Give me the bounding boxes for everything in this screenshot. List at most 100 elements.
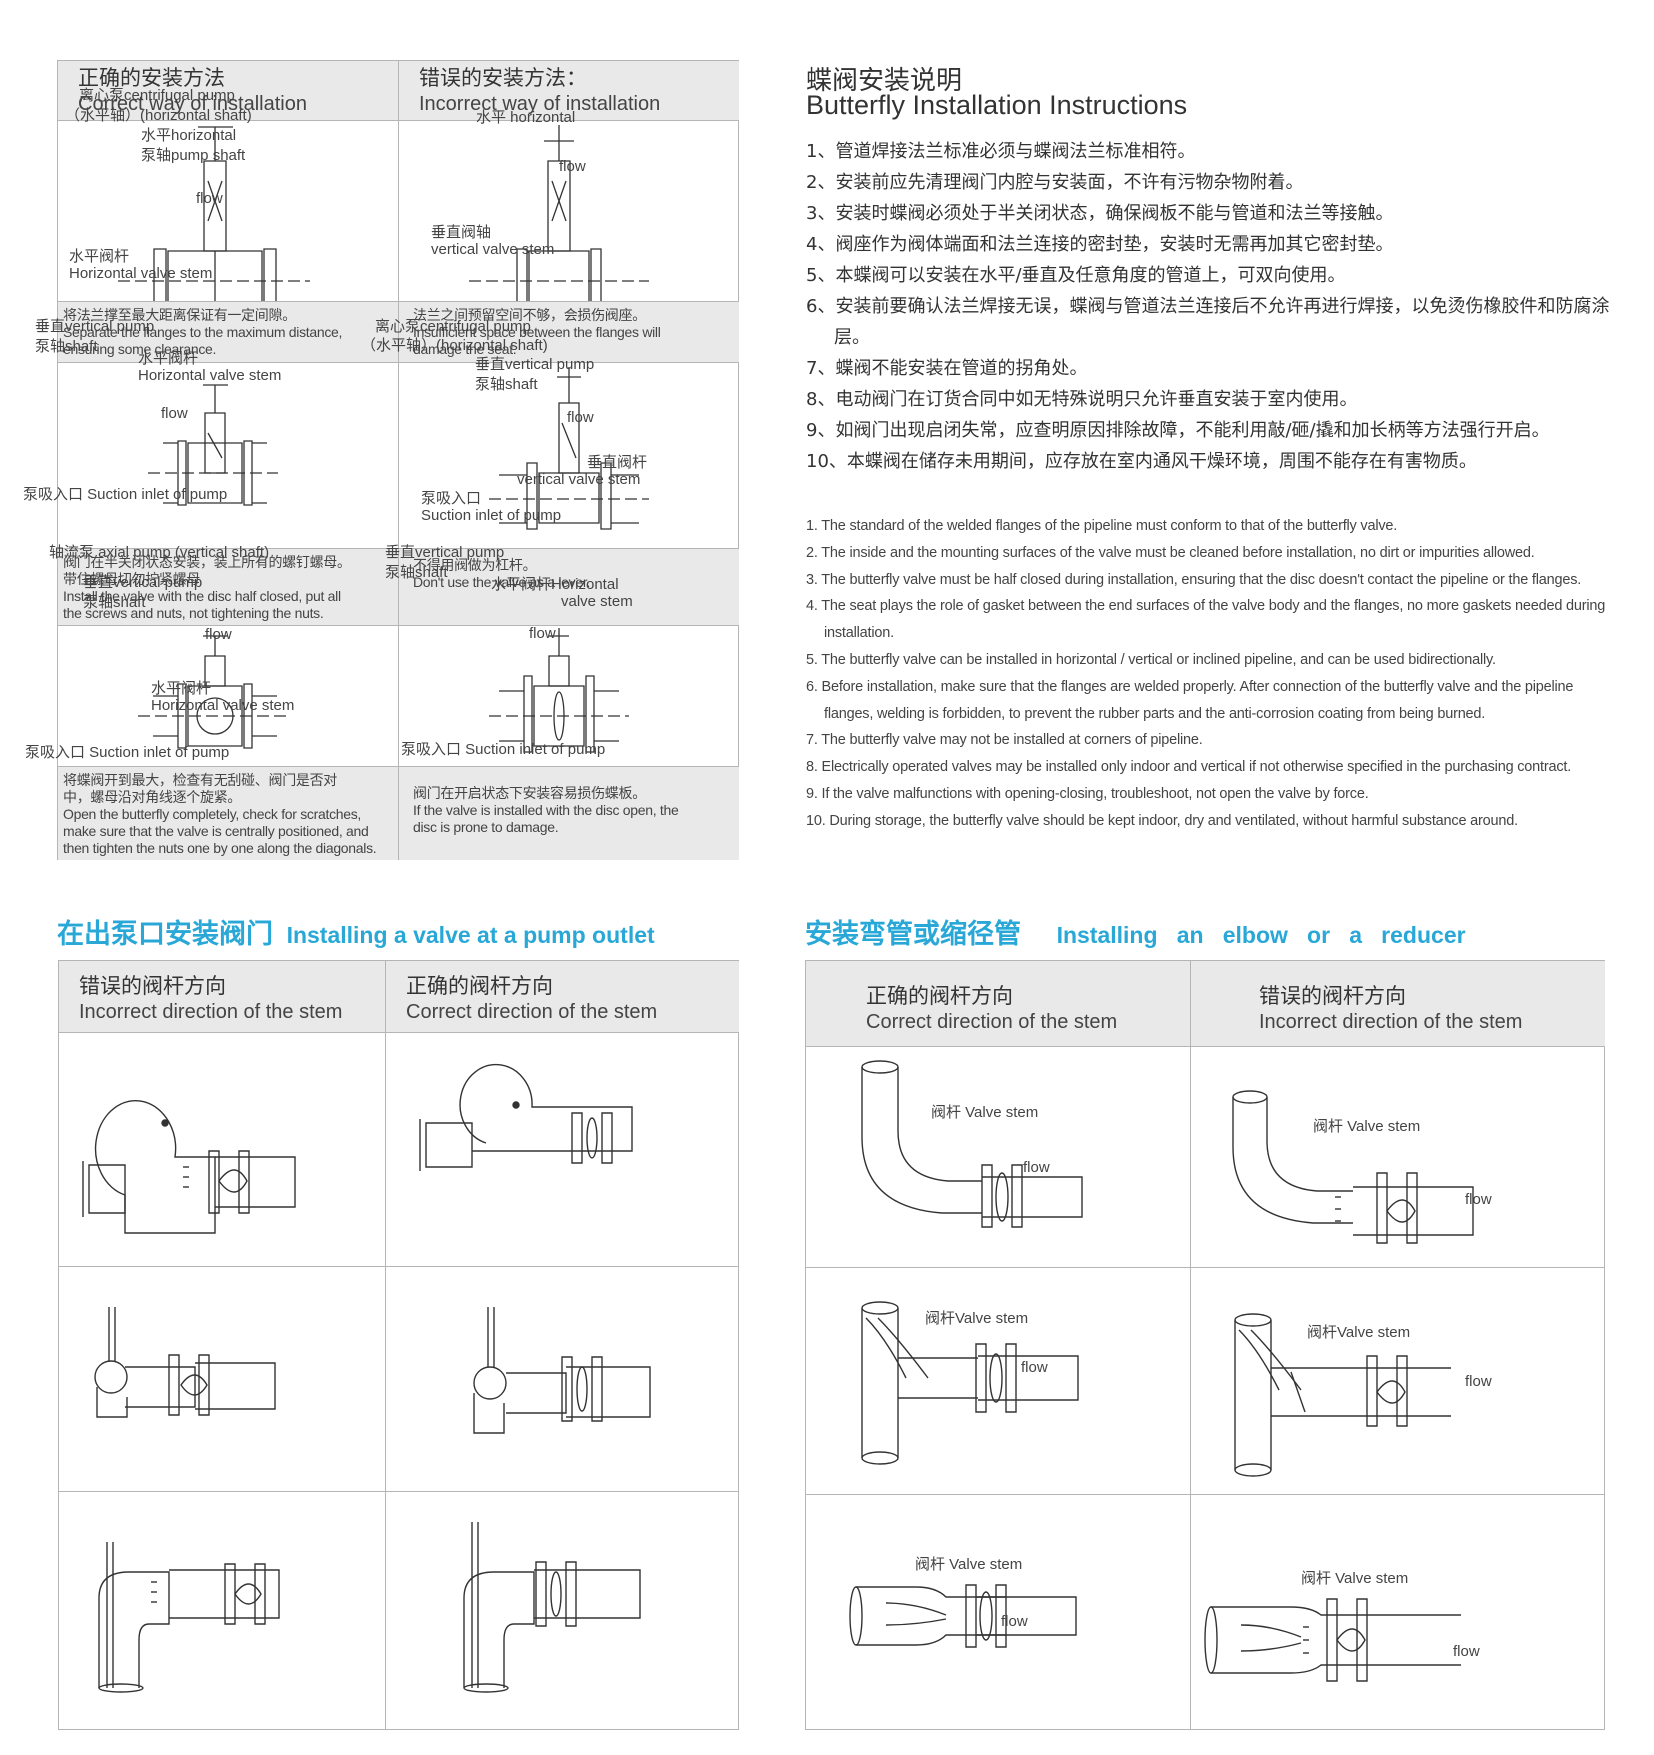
label-vertical-pump: 垂直vertical pump bbox=[475, 356, 595, 373]
label-flow: flow bbox=[1453, 1643, 1480, 1660]
label-flow: flow bbox=[1023, 1159, 1050, 1176]
label-suction-inlet: 泵吸入口 Suction inlet of pump bbox=[401, 741, 606, 758]
label-axial-pump: 轴流泵 axial pump (vertical shaft) bbox=[49, 544, 270, 561]
label-horizontal-stem-en: valve stem bbox=[561, 593, 633, 610]
diagram-centrifugal-vertical-pump-vertical-stem bbox=[386, 1267, 739, 1491]
instructions-list-en: 1. The standard of the welded flanges of… bbox=[806, 513, 1626, 835]
instructions-list-zh: 1、管道焊接法兰标准必须与蝶阀法兰标准相符。 2、安装前应先清理阀门内腔与安装面… bbox=[806, 136, 1626, 477]
list-item: 3、安装时蝶阀必须处于半关闭状态，确保阀板不能与管道和法兰等接触。 bbox=[806, 203, 1394, 224]
diagram-vertical-pump-vertical-stem bbox=[386, 1492, 739, 1730]
elbow-section-title: 安装弯管或缩径管 Installing an elbow or a reduce… bbox=[805, 912, 1466, 951]
label-horizontal: 水平horizontal bbox=[141, 127, 237, 144]
instructions-title-zh: 蝶阀安装说明 bbox=[806, 66, 963, 96]
caption-row2-correct: 阀门在半关闭状态安装，装上所有的螺钉螺母。 带住螺母切勿拧紧螺母 Install… bbox=[58, 549, 398, 625]
header-incorrect: 错误的安装方法： Incorrect way of installation bbox=[399, 61, 739, 120]
label-valve-stem: 阀杆Valve stem bbox=[925, 1310, 1029, 1327]
elbow-section-title-en: Installing an elbow or a reducer bbox=[1056, 922, 1466, 948]
diagram-half-closed-disc bbox=[58, 363, 398, 548]
list-item: 6、安装前要确认法兰焊接无误，蝶阀与管道法兰连接后不允许再进行焊接，以免烫伤橡胶… bbox=[806, 296, 1610, 348]
list-item: 7. The butterfly valve may not be instal… bbox=[806, 732, 1203, 749]
diagram-reducer-correct bbox=[806, 1495, 1190, 1731]
label-horizontal-stem-en: Horizontal valve stem bbox=[138, 367, 282, 384]
diagram-insufficient-space bbox=[399, 121, 739, 361]
list-item: 3. The butterfly valve must be half clos… bbox=[806, 571, 1582, 588]
header-correct-en: Correct way of installation bbox=[78, 93, 307, 115]
diagram-elbow-correct bbox=[806, 1047, 1190, 1267]
label-flow: flow bbox=[529, 625, 556, 642]
caption-row1-correct: 将法兰撑至最大距离保证有一定间隙。 Separate the flanges t… bbox=[58, 302, 398, 362]
header-correct: 正确的安装方法 Correct way of installation bbox=[58, 61, 398, 120]
list-item: 10. During storage, the butterfly valve … bbox=[806, 812, 1518, 829]
label-suction-inlet-en: Suction inlet of pump bbox=[421, 507, 562, 524]
label-suction-inlet: 泵吸入口 Suction inlet of pump bbox=[23, 486, 228, 503]
header-incorrect-zh: 错误的安装方法： bbox=[419, 66, 587, 90]
list-item: 1. The standard of the welded flanges of… bbox=[806, 518, 1398, 534]
label-flow: flow bbox=[559, 158, 586, 175]
label-flow: flow bbox=[1465, 1191, 1492, 1208]
caption-row3-correct: 将蝶阀开到最大，检查有无刮碰、阀门是否对 中，螺母沿对角线逐个旋紧。 Open … bbox=[58, 767, 398, 860]
diagram-reducer-incorrect bbox=[1191, 1495, 1605, 1731]
label-centrifugal-pump: 离心泵centrifugal pump bbox=[375, 318, 531, 335]
label-valve-stem: 阀杆 Valve stem bbox=[1301, 1570, 1409, 1587]
header-incorrect-en: Incorrect way of installation bbox=[419, 93, 661, 115]
list-item: 8、电动阀门在订货合同中如无特殊说明只允许垂直安装于室内使用。 bbox=[806, 389, 1358, 410]
list-item: 8. Electrically operated valves may be i… bbox=[806, 759, 1572, 776]
label-centrifugal-pump: 离心泵centrifugal pump bbox=[79, 87, 235, 104]
label-flow: flow bbox=[567, 409, 594, 426]
caption-row1-incorrect: 法兰之间预留空间不够，会损伤阀座。 Insufficient space bet… bbox=[399, 302, 739, 362]
diagram-elbow-incorrect bbox=[1191, 1047, 1605, 1267]
label-horizontal-stem-zh: 水平阀杆 bbox=[138, 350, 199, 367]
header-correct-zh: 正确的安装方法 bbox=[78, 66, 225, 90]
list-item: 1、管道焊接法兰标准必须与蝶阀法兰标准相符。 bbox=[806, 141, 1196, 162]
elbow-header-correct: 正确的阀杆方向 Correct direction of the stem bbox=[806, 961, 1190, 1046]
pump-header-correct: 正确的阀杆方向 Correct direction of the stem bbox=[386, 961, 739, 1032]
label-horizontal-shaft: （水平轴）(horizontal shaft) bbox=[65, 107, 252, 124]
elbow-header-incorrect: 错误的阀杆方向 Incorrect direction of the stem bbox=[1191, 961, 1605, 1046]
label-vertical-stem-en: vertical valve stem bbox=[517, 471, 641, 488]
label-horizontal-stem-en: Horizontal valve stem bbox=[151, 697, 295, 714]
list-item: 9. If the valve malfunctions with openin… bbox=[806, 785, 1369, 802]
caption-row3-incorrect: 阀门在开启状态下安装容易损伤蝶板。 If the valve is instal… bbox=[399, 767, 739, 860]
diagram-valve-as-lever bbox=[399, 363, 739, 548]
label-vertical-stem-zh: 垂直阀轴 bbox=[431, 224, 492, 241]
diagram-centrifugal-horizontal-stem bbox=[59, 1033, 385, 1263]
label-horizontal-shaft: （水平轴）(horizontal shaft) bbox=[361, 337, 548, 354]
label-flow: flow bbox=[205, 626, 232, 643]
label-suction-inlet-zh: 泵吸入口 bbox=[421, 490, 482, 507]
label-valve-stem: 阀杆 Valve stem bbox=[931, 1104, 1039, 1121]
label-flow: flow bbox=[1465, 1373, 1492, 1390]
label-flow: flow bbox=[1001, 1613, 1028, 1630]
column-divider bbox=[398, 61, 399, 859]
label-flow: flow bbox=[196, 190, 223, 207]
label-valve-stem: 阀杆 Valve stem bbox=[915, 1556, 1023, 1573]
list-item: 5、本蝶阀可以安装在水平/垂直及任意角度的管道上，可双向使用。 bbox=[806, 265, 1346, 286]
label-valve-stem: 阀杆 Valve stem bbox=[1313, 1118, 1421, 1135]
list-item: 4. The seat plays the role of gasket bet… bbox=[806, 598, 1606, 642]
label-horizontal-stem-zh: 水平阀杆 bbox=[69, 248, 130, 265]
label-vertical-pump: 垂直vertical pump bbox=[35, 318, 155, 335]
label-shaft: 泵轴shaft bbox=[475, 376, 538, 393]
installation-methods-table: 正确的安装方法 Correct way of installation 错误的安… bbox=[57, 60, 739, 860]
list-item: 2、安装前应先清理阀门内腔与安装面，不许有污物杂物附着。 bbox=[806, 172, 1304, 193]
label-valve-stem: 阀杆Valve stem bbox=[1307, 1324, 1411, 1341]
instructions-title-en: Butterfly Installation Instructions bbox=[806, 90, 1188, 120]
label-flow: flow bbox=[1021, 1359, 1048, 1376]
list-item: 10、本蝶阀在储存未用期间，应存放在室内通风干燥环境，周围不能存在有害物质。 bbox=[806, 451, 1477, 472]
list-item: 9、如阀门出现启闭失常，应查明原因排除故障，不能利用敲/砸/撬和加长柄等方法强行… bbox=[806, 420, 1550, 441]
label-vertical-pump: 垂直vertical pump bbox=[385, 544, 505, 561]
pump-section-title: 在出泵口安装阀门 Installing a valve at a pump ou… bbox=[57, 912, 655, 951]
label-suction-inlet: 泵吸入口 Suction inlet of pump bbox=[25, 744, 230, 761]
pump-section-title-en: Installing a valve at a pump outlet bbox=[286, 922, 655, 948]
label-vertical-stem-zh: 垂直阀杆 bbox=[587, 454, 648, 471]
elbow-section-title-zh: 安装弯管或缩径管 bbox=[805, 919, 1021, 950]
list-item: 7、蝶阀不能安装在管道的拐角处。 bbox=[806, 358, 1088, 379]
diagram-open-completely bbox=[58, 626, 398, 766]
label-shaft: 泵轴shaft bbox=[35, 338, 98, 355]
label-shaft: 泵轴shaft bbox=[83, 594, 146, 611]
label-horizontal-stem-en: Horizontal valve stem bbox=[69, 265, 213, 282]
label-shaft: 泵轴shaft bbox=[385, 564, 448, 581]
pump-section-title-zh: 在出泵口安装阀门 bbox=[57, 919, 273, 950]
list-item: 4、阀座作为阀体端面和法兰连接的密封垫，安装时无需再加其它密封垫。 bbox=[806, 234, 1394, 255]
label-vertical-pump: 垂直vertical pump bbox=[83, 574, 203, 591]
label-horizontal-stem-zh: 水平阀杆 bbox=[151, 680, 212, 697]
